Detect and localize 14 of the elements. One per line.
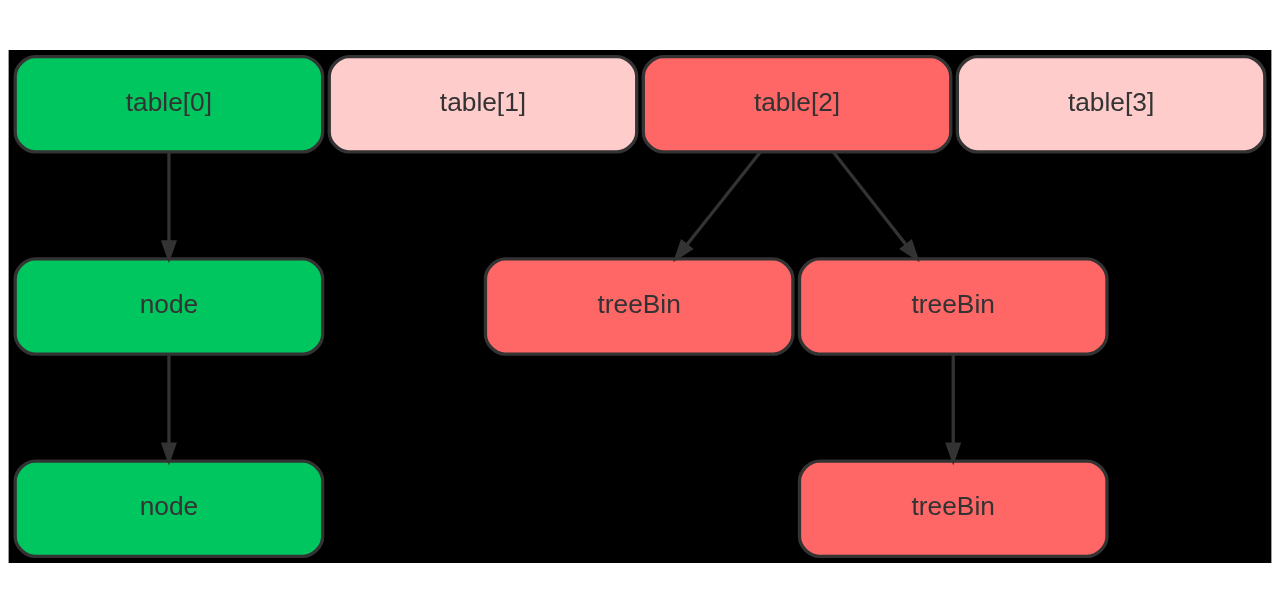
node-box: node [13, 458, 325, 558]
arrow [160, 151, 177, 263]
node-box: node [13, 256, 325, 356]
node-box: table[3] [955, 54, 1267, 154]
node-box: table[0] [13, 54, 325, 154]
node-box: treeBin [797, 256, 1109, 356]
node-box: treeBin [797, 458, 1109, 558]
arrow [673, 150, 762, 262]
arrow [945, 353, 962, 465]
node-box: table[1] [327, 54, 639, 154]
arrow [160, 353, 177, 465]
node-box: table[2] [641, 54, 953, 154]
arrow [831, 150, 920, 262]
node-box: treeBin [483, 256, 795, 356]
